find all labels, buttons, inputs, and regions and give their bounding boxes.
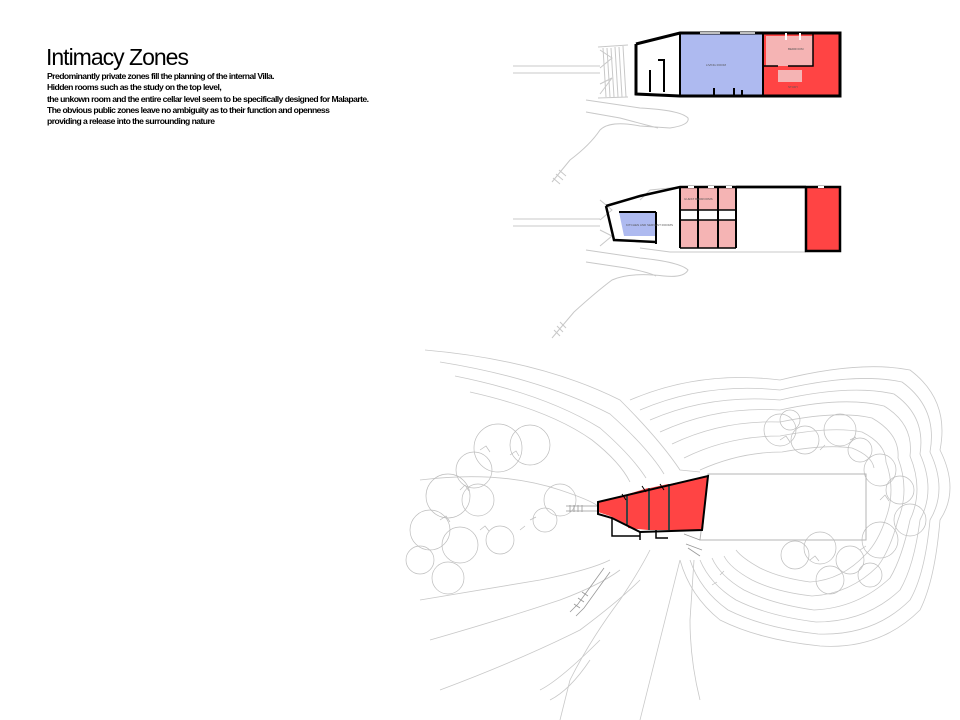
semi-private-zone bbox=[680, 220, 736, 248]
description-line: providing a release into the surrounding… bbox=[47, 116, 215, 127]
description-text: Predominantly private zones fill the pla… bbox=[47, 71, 517, 127]
room-label: BEDROOM bbox=[788, 47, 804, 51]
middle-level-plan: KITCHEN AND SERVANT ROOMS GUEST BEDROOMS bbox=[513, 185, 842, 339]
description-line: Hidden rooms such as the study on the to… bbox=[47, 82, 222, 93]
public-zone bbox=[619, 212, 655, 236]
semi-private-zone bbox=[680, 188, 736, 210]
walls bbox=[604, 185, 842, 253]
contour-lines bbox=[419, 349, 951, 720]
private-zone bbox=[670, 476, 708, 530]
walls bbox=[597, 474, 710, 540]
private-zone bbox=[806, 188, 840, 251]
semi-private-zone bbox=[778, 70, 802, 82]
roof-terrace bbox=[699, 473, 867, 541]
room-label: KITCHEN AND SERVANT ROOMS bbox=[626, 223, 673, 227]
private-zone bbox=[628, 488, 648, 530]
room-label: STUDY bbox=[788, 85, 798, 89]
private-zone bbox=[650, 484, 668, 530]
entrance-stairs bbox=[513, 186, 806, 339]
description-line: the unkown room and the entire cellar le… bbox=[47, 93, 369, 104]
public-zone bbox=[680, 34, 762, 96]
walls bbox=[634, 31, 842, 98]
site-stairs bbox=[566, 505, 703, 617]
room-label: LIVING ROOM bbox=[706, 63, 727, 67]
entrance-stairs bbox=[513, 44, 689, 185]
description-line: Predominantly private zones fill the pla… bbox=[47, 71, 275, 81]
top-level-plan: LIVING ROOM BEDROOM STUDY bbox=[513, 31, 842, 185]
room-labels: LIVING ROOM BEDROOM STUDY bbox=[706, 47, 804, 89]
room-label: GUEST BEDROOMS bbox=[684, 197, 713, 201]
private-zone bbox=[598, 496, 626, 524]
description-line: The obvious public zones leave no ambigu… bbox=[47, 104, 330, 115]
site-plan bbox=[405, 349, 951, 720]
page-title: Intimacy Zones bbox=[46, 44, 189, 70]
room-labels: KITCHEN AND SERVANT ROOMS GUEST BEDROOMS bbox=[626, 197, 713, 227]
semi-private-zone bbox=[766, 36, 813, 66]
trees bbox=[405, 409, 927, 595]
